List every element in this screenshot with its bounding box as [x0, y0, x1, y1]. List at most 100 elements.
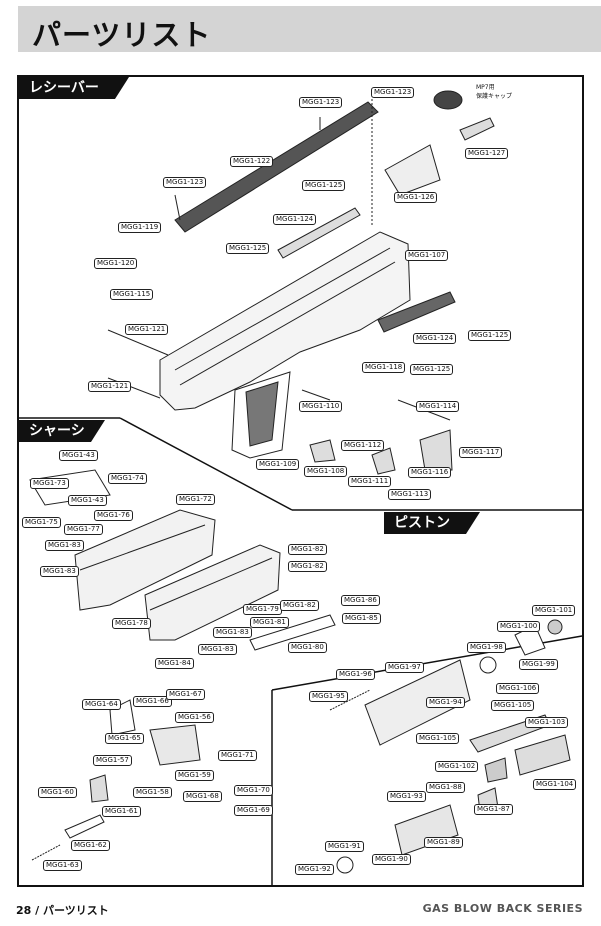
part-label: MGG1-125 — [302, 180, 346, 191]
part-label: MGG1-122 — [230, 156, 274, 167]
part-label: MGG1-119 — [118, 222, 162, 233]
part-label: MGG1-115 — [110, 289, 154, 300]
part-label: MGG1-71 — [218, 750, 257, 761]
part-label: MGG1-127 — [465, 148, 509, 159]
receiver-art — [107, 90, 495, 475]
part-label: MGG1-87 — [474, 804, 513, 815]
part-label: MGG1-102 — [435, 761, 479, 772]
section-tab-receiver: レシーバー — [19, 77, 129, 99]
part-label: MGG1-91 — [325, 841, 364, 852]
part-label: MGG1-89 — [424, 837, 463, 848]
part-label: MGG1-97 — [385, 662, 424, 673]
part-label: MGG1-68 — [183, 791, 222, 802]
part-label: MGG1-116 — [408, 467, 452, 478]
part-label: MGG1-81 — [250, 617, 289, 628]
part-label: MGG1-83 — [45, 540, 84, 551]
part-label: MGG1-43 — [68, 495, 107, 506]
part-label: MGG1-59 — [175, 770, 214, 781]
part-label: MGG1-112 — [341, 440, 385, 451]
part-label: MGG1-95 — [309, 691, 348, 702]
part-label: MGG1-125 — [468, 330, 512, 341]
part-label: MGG1-86 — [341, 595, 380, 606]
part-label: MGG1-105 — [491, 700, 535, 711]
part-label: MGG1-61 — [102, 806, 141, 817]
part-label: MGG1-75 — [22, 517, 61, 528]
part-label: MGG1-121 — [125, 324, 169, 335]
chassis-art — [29, 469, 336, 861]
part-label: MGG1-124 — [413, 333, 457, 344]
part-label: MGG1-67 — [166, 689, 205, 700]
part-label: MGG1-85 — [342, 613, 381, 624]
part-label: MGG1-62 — [71, 840, 110, 851]
mp7-cap-caption-2: 保護キャップ — [476, 93, 513, 100]
part-label: MGG1-100 — [497, 621, 541, 632]
footer-series: GAS BLOW BACK SERIES — [422, 902, 583, 915]
part-label: MGG1-113 — [388, 489, 432, 500]
part-label: MGG1-110 — [299, 401, 343, 412]
part-label: MGG1-125 — [410, 364, 454, 375]
part-label: MGG1-98 — [467, 642, 506, 653]
part-label: MGG1-57 — [93, 755, 132, 766]
piston-art — [329, 619, 571, 874]
part-label: MGG1-117 — [459, 447, 503, 458]
part-label: MGG1-118 — [362, 362, 406, 373]
part-label: MGG1-103 — [525, 717, 569, 728]
part-label: MGG1-90 — [372, 854, 411, 865]
part-label: MGG1-125 — [226, 243, 270, 254]
part-label: MGG1-56 — [175, 712, 214, 723]
part-label: MGG1-65 — [105, 733, 144, 744]
section-tab-chassis: シャーシ — [19, 420, 105, 442]
part-label: MGG1-123 — [299, 97, 343, 108]
part-label: MGG1-84 — [155, 658, 194, 669]
part-label: MGG1-106 — [496, 683, 540, 694]
part-label: MGG1-77 — [64, 524, 103, 535]
part-label: MGG1-82 — [280, 600, 319, 611]
part-label: MGG1-123 — [163, 177, 207, 188]
part-label: MGG1-126 — [394, 192, 438, 203]
part-label: MGG1-105 — [416, 733, 460, 744]
part-label: MGG1-60 — [38, 787, 77, 798]
part-label: MGG1-66 — [133, 696, 172, 707]
part-label: MGG1-92 — [295, 864, 334, 875]
title-bar: パーツリスト — [18, 6, 601, 52]
mp7-cap-caption-1: MP7用 — [476, 84, 495, 91]
part-label: MGG1-83 — [198, 644, 237, 655]
part-label: MGG1-101 — [532, 605, 576, 616]
part-label: MGG1-78 — [112, 618, 151, 629]
part-label: MGG1-80 — [288, 642, 327, 653]
part-label: MGG1-69 — [234, 805, 273, 816]
page-title: パーツリスト — [32, 18, 212, 52]
footer-page-number: 28 / パーツリスト — [16, 904, 109, 917]
part-label: MGG1-111 — [348, 476, 392, 487]
part-label: MGG1-124 — [273, 214, 317, 225]
part-label: MGG1-83 — [40, 566, 79, 577]
part-label: MGG1-121 — [88, 381, 132, 392]
part-label: MGG1-99 — [519, 659, 558, 670]
part-label: MGG1-120 — [94, 258, 138, 269]
part-label: MGG1-82 — [288, 544, 327, 555]
part-label: MGG1-108 — [304, 466, 348, 477]
part-label: MGG1-123 — [371, 87, 415, 98]
section-tab-piston: ピストン — [384, 512, 480, 534]
part-label: MGG1-107 — [405, 250, 449, 261]
part-label: MGG1-76 — [94, 510, 133, 521]
part-label: MGG1-96 — [336, 669, 375, 680]
part-label: MGG1-73 — [30, 478, 69, 489]
part-label: MGG1-93 — [387, 791, 426, 802]
part-label: MGG1-83 — [213, 627, 252, 638]
part-label: MGG1-109 — [256, 459, 300, 470]
part-label: MGG1-88 — [426, 782, 465, 793]
part-label: MGG1-104 — [533, 779, 577, 790]
part-label: MGG1-74 — [108, 473, 147, 484]
part-label: MGG1-94 — [426, 697, 465, 708]
part-label: MGG1-79 — [243, 604, 282, 615]
parts-diagram-frame — [17, 75, 584, 887]
part-label: MGG1-70 — [234, 785, 273, 796]
part-label: MGG1-64 — [82, 699, 121, 710]
part-label: MGG1-63 — [43, 860, 82, 871]
divider-diagonal — [119, 417, 293, 511]
part-label: MGG1-43 — [59, 450, 98, 461]
part-label: MGG1-72 — [176, 494, 215, 505]
part-label: MGG1-82 — [288, 561, 327, 572]
part-label: MGG1-58 — [133, 787, 172, 798]
